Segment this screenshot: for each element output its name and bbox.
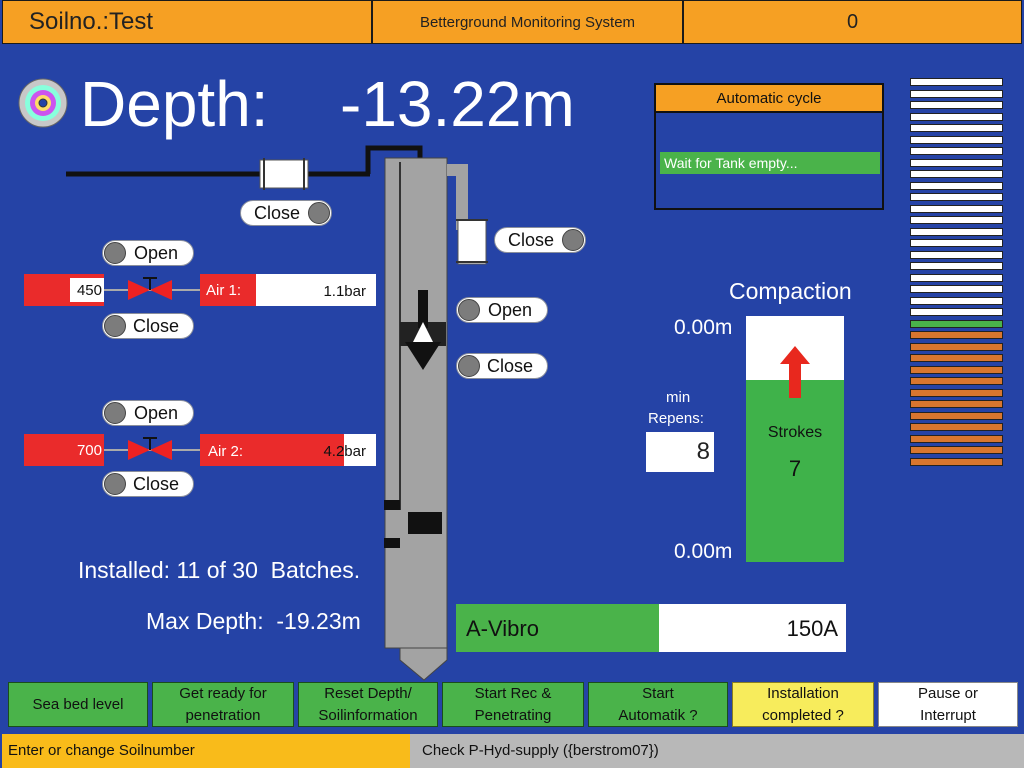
- gauge-segment: [910, 239, 1003, 247]
- cd-icon: [18, 78, 68, 128]
- air1-valve-icon: [104, 277, 200, 300]
- auto-cycle-title: Automatic cycle: [656, 85, 882, 113]
- gauge-segment: [910, 227, 1003, 236]
- air2-open-button[interactable]: Open: [102, 400, 194, 426]
- gauge-segment: [910, 204, 1003, 213]
- header-soilno[interactable]: Soilno.:Test: [2, 0, 372, 44]
- compaction-bottom-value: 0.00m: [674, 540, 733, 563]
- air1-open-button[interactable]: Open: [102, 240, 194, 266]
- strokes-value: 7: [788, 456, 802, 481]
- gauge-segment: [910, 400, 1003, 408]
- air2-reading: 4.2bar: [323, 443, 366, 460]
- air1-label-cell: Air 1:: [200, 274, 256, 306]
- status-right: Check P-Hyd-supply ({berstrom07}): [410, 734, 1024, 768]
- strokes-label: Strokes: [767, 424, 823, 441]
- header-counter: 0: [683, 0, 1022, 44]
- vibro-bar: A-Vibro 150A: [456, 604, 846, 652]
- gauge-segment: [910, 411, 1003, 420]
- start-automatik-button[interactable]: Start Automatik ?: [588, 682, 728, 727]
- gauge-segment: [910, 112, 1003, 121]
- depth-label: Depth:: [80, 68, 269, 140]
- air2-fill: [200, 434, 345, 466]
- gauge-segment: [910, 158, 1003, 167]
- gauge-segment: [910, 170, 1003, 178]
- toggle-knob-icon: [104, 473, 126, 495]
- gauge-segment: [910, 273, 1003, 282]
- vibro-label: A-Vibro: [466, 616, 539, 641]
- gauge-segment: [910, 377, 1003, 385]
- air1-reading: 1.1bar: [323, 283, 366, 300]
- pause-interrupt-button[interactable]: Pause or Interrupt: [878, 682, 1018, 727]
- installed-text: Installed: 11 of 30 Batches.: [78, 557, 361, 583]
- toggle-knob-icon: [458, 299, 480, 321]
- arrow-up-icon: [780, 346, 810, 398]
- status-left: Enter or change Soilnumber: [2, 734, 410, 768]
- gauge-segment: [910, 434, 1003, 443]
- toggle-knob-icon: [104, 315, 126, 337]
- depth-value: -13.22m: [340, 68, 575, 140]
- air2-label: Air 2:: [208, 443, 244, 460]
- sea-bed-level-button[interactable]: Sea bed level: [8, 682, 148, 727]
- gauge-segment: [910, 388, 1003, 397]
- vibro-value: 150A: [786, 616, 838, 641]
- air2-setpoint-bar: 700: [24, 434, 104, 466]
- gauge-segment: [910, 89, 1003, 98]
- min-label: min: [666, 389, 691, 406]
- start-rec-button[interactable]: Start Rec & Penetrating: [442, 682, 584, 727]
- gauge-segment: [910, 216, 1003, 224]
- mid-open-button[interactable]: Open: [456, 297, 548, 323]
- toggle-knob-icon: [104, 402, 126, 424]
- auto-cycle-status: Wait for Tank empty...: [660, 152, 880, 174]
- gauge-segment: [910, 354, 1003, 362]
- pipe-close-button[interactable]: Close: [240, 200, 332, 226]
- gauge-segment: [910, 331, 1003, 339]
- gauge-segment: [910, 78, 1003, 86]
- gauge-segment: [910, 193, 1003, 201]
- air1-close-button[interactable]: Close: [102, 313, 194, 339]
- compaction-top-value: 0.00m: [674, 316, 733, 339]
- gauge-segment: [910, 124, 1003, 132]
- gauge-segment: [910, 446, 1003, 454]
- side-close-button[interactable]: Close: [494, 227, 586, 253]
- gauge-segment: [910, 101, 1003, 109]
- max-depth-text: Max Depth: -19.23m: [146, 608, 361, 634]
- header-system-title: Betterground Monitoring System: [372, 0, 683, 44]
- toggle-knob-icon: [308, 202, 330, 224]
- gauge-segment: [910, 423, 1003, 431]
- gauge-segment: [910, 365, 1003, 374]
- gauge-segment: [910, 285, 1003, 293]
- toggle-knob-icon: [458, 355, 480, 377]
- repens-input[interactable]: 8: [646, 432, 714, 472]
- air1-setpoint-value[interactable]: 450: [70, 278, 104, 302]
- compaction-bar: Strokes 7: [746, 316, 844, 562]
- repens-label: Repens:: [648, 410, 704, 427]
- get-ready-button[interactable]: Get ready for penetration: [152, 682, 294, 727]
- gauge-segment: [910, 308, 1003, 316]
- gauge-segment: [910, 135, 1003, 144]
- gauge-segment: [910, 147, 1003, 155]
- gauge-segment: [910, 342, 1003, 351]
- compaction-title: Compaction: [729, 278, 852, 304]
- compaction-fill: [746, 379, 844, 562]
- air2-valve-icon: [104, 437, 200, 460]
- gauge-segment: [910, 262, 1003, 270]
- toggle-knob-icon: [104, 242, 126, 264]
- vibro-fill: [456, 604, 659, 652]
- installation-completed-button[interactable]: Installation completed ?: [732, 682, 874, 727]
- gauge-segment: [910, 457, 1003, 466]
- auto-cycle-panel: Automatic cycle Wait for Tank empty...: [654, 83, 884, 210]
- gauge-segment: [910, 250, 1003, 259]
- gauge-segment: [910, 296, 1003, 305]
- mid-close-button[interactable]: Close: [456, 353, 548, 379]
- gauge-segment: [910, 181, 1003, 190]
- gauge-segment: [910, 319, 1003, 328]
- toggle-knob-icon: [562, 229, 584, 251]
- reset-depth-button[interactable]: Reset Depth/ Soilinformation: [298, 682, 438, 727]
- air2-close-button[interactable]: Close: [102, 471, 194, 497]
